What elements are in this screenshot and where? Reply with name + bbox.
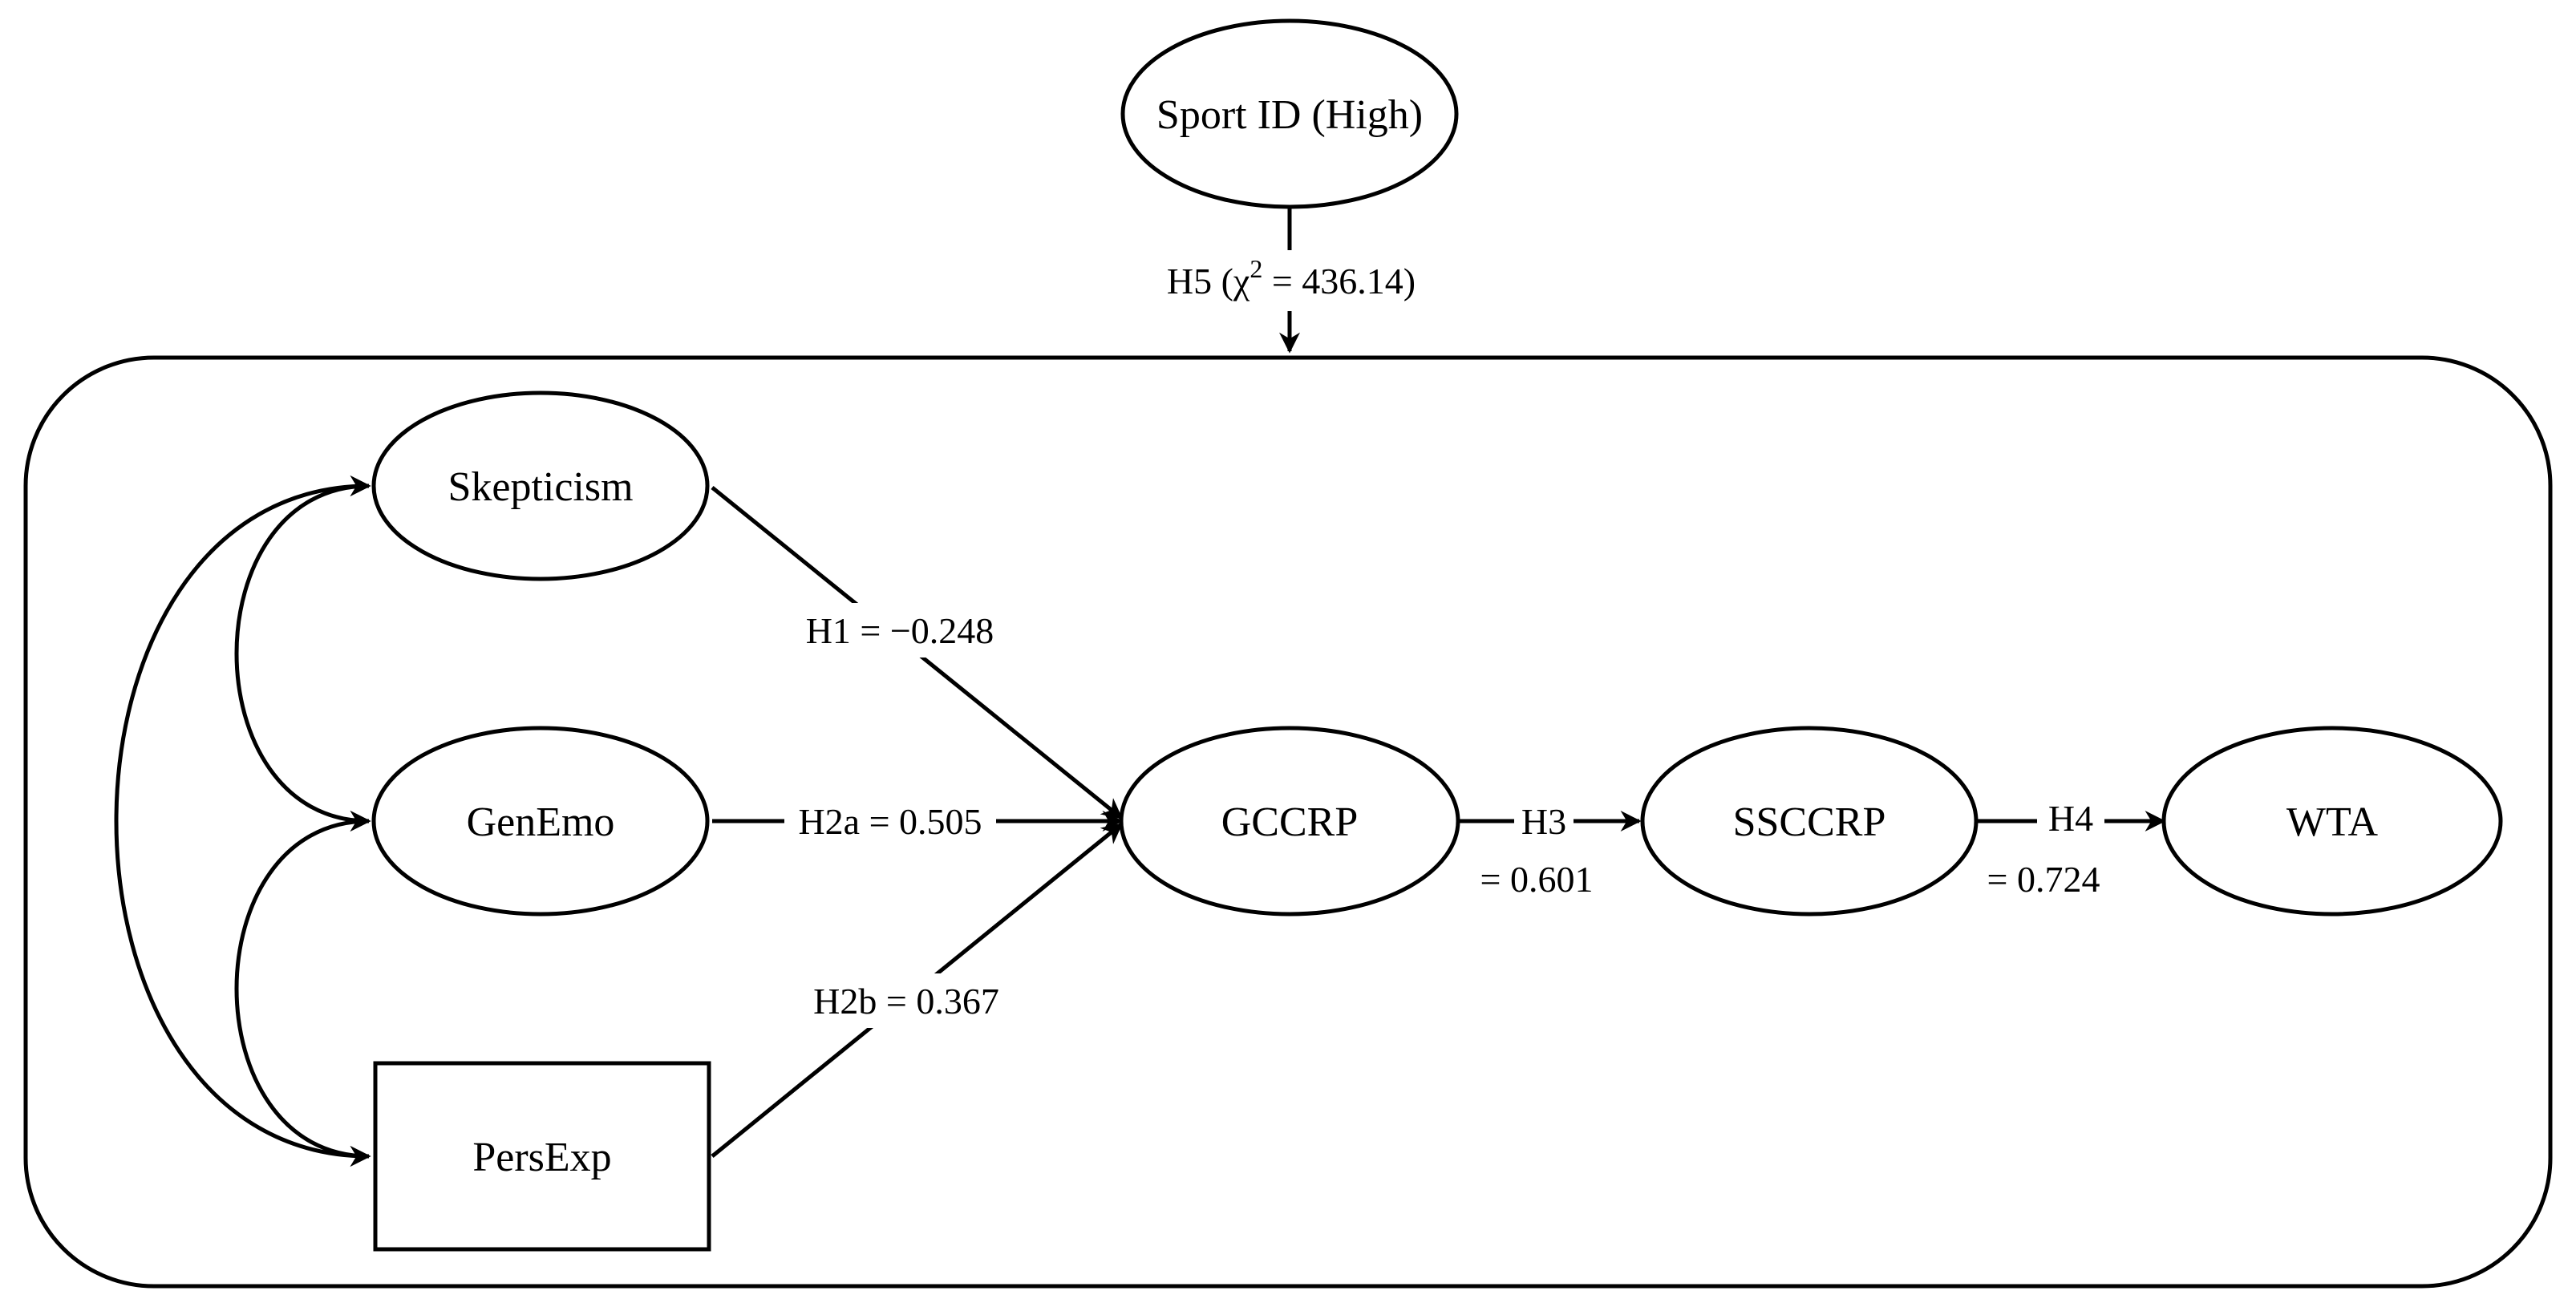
h3-label: H3 — [1521, 801, 1566, 842]
node-genemo-label: GenEmo — [467, 799, 615, 845]
node-sport-id: Sport ID (High) — [1120, 18, 1459, 209]
h1-label-bg — [786, 603, 1012, 658]
node-sport-id-shape — [1120, 18, 1459, 209]
node-sport-id-label: Sport ID (High) — [1156, 92, 1423, 138]
h4-value: = 0.724 — [1987, 859, 2100, 900]
h5-label-superscript: 2 — [1250, 254, 1262, 283]
h3-value: = 0.601 — [1480, 859, 1594, 900]
node-wta-shape — [2161, 726, 2503, 917]
node-persexp: PersExp — [373, 1061, 711, 1252]
node-ssccrp-shape — [1640, 726, 1979, 917]
h5-label-bg — [1147, 250, 1444, 311]
node-wta: WTA — [2161, 726, 2503, 917]
node-gccrp: GCCRP — [1119, 726, 1460, 917]
node-wta-label: WTA — [2286, 799, 2379, 845]
node-skepticism: Skepticism — [371, 390, 710, 581]
correlation-genemo-persexp — [234, 811, 371, 1167]
h4-label: H4 — [2048, 798, 2093, 839]
node-skepticism-label: Skepticism — [448, 464, 633, 510]
node-genemo-shape — [371, 726, 710, 917]
h5-label: H5 (χ2 = 436.14) — [1167, 254, 1416, 301]
correlation-skepticism-genemo — [234, 475, 371, 832]
node-persexp-shape — [373, 1061, 711, 1252]
node-gccrp-shape — [1119, 726, 1460, 917]
h4-label-bg — [2037, 797, 2104, 839]
node-skepticism-shape — [371, 390, 710, 581]
node-ssccrp: SSCCRP — [1640, 726, 1979, 917]
h2b-label: H2b = 0.367 — [813, 981, 999, 1022]
correlation-skepticism-persexp — [114, 475, 371, 1167]
h2a-label: H2a = 0.505 — [798, 801, 982, 842]
node-persexp-label: PersExp — [472, 1135, 611, 1180]
h2b-label-bg — [802, 973, 1011, 1028]
node-ssccrp-label: SSCCRP — [1733, 799, 1886, 845]
h1-label: H1 = −0.248 — [806, 610, 994, 651]
node-gccrp-label: GCCRP — [1221, 799, 1359, 845]
h3-label-bg — [1514, 800, 1574, 842]
h2a-label-bg — [784, 794, 996, 848]
node-genemo: GenEmo — [371, 726, 710, 917]
